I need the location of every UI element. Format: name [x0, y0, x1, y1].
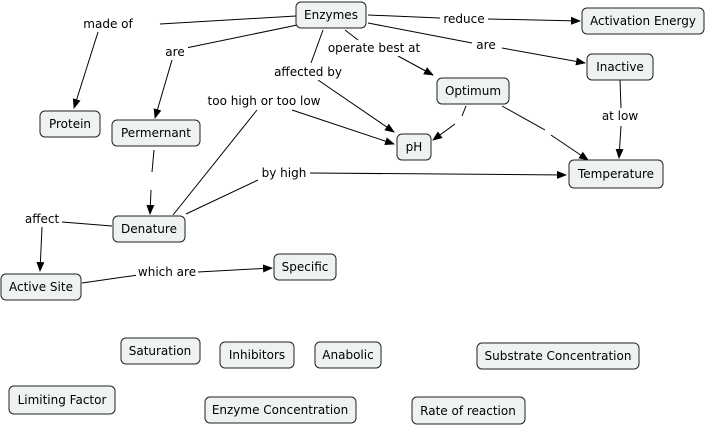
- line-atlow-temperature: [615, 125, 624, 159]
- line-denature-toohigh: [172, 109, 258, 216]
- node-temperature[interactable]: Temperature: [568, 159, 664, 189]
- line-toohigh-ph: [291, 109, 395, 145]
- node-inhibitors[interactable]: Inhibitors: [219, 341, 295, 369]
- line-optimum-ph: [461, 105, 467, 117]
- link-label-are-inactive: are: [476, 38, 495, 52]
- node-activation-energy[interactable]: Activation Energy: [581, 7, 705, 35]
- link-label-made-of: made of: [83, 17, 133, 31]
- line-byhigh-temperature: [309, 170, 567, 179]
- node-specific[interactable]: Specific: [273, 253, 337, 281]
- node-label-enzymes: Enzymes: [304, 8, 358, 22]
- node-label-activation-energy: Activation Energy: [590, 14, 696, 28]
- line-activesite-whichare: [81, 274, 139, 284]
- node-permernant[interactable]: Permernant: [111, 119, 201, 147]
- link-label-by-high: by high: [262, 166, 307, 180]
- link-label-reduce: reduce: [443, 12, 484, 26]
- node-active-site[interactable]: Active Site: [0, 273, 82, 301]
- node-protein[interactable]: Protein: [39, 110, 101, 138]
- node-label-temperature: Temperature: [577, 167, 654, 181]
- node-label-permernant: Permernant: [121, 126, 191, 140]
- node-label-ph: pH: [406, 140, 423, 154]
- node-label-enzyme-concentration: Enzyme Concentration: [212, 403, 348, 417]
- line-denature-affect: [61, 221, 113, 227]
- link-label-at-low: at low: [602, 109, 639, 123]
- node-optimum[interactable]: Optimum: [436, 77, 510, 105]
- node-label-substrate-concentration: Substrate Concentration: [485, 349, 632, 363]
- link-label-too-high-or-too-low: too high or too low: [208, 94, 321, 108]
- node-inactive[interactable]: Inactive: [586, 53, 654, 81]
- line-permernant-denature-2: [146, 189, 155, 215]
- line-affect-activesite: [36, 226, 45, 272]
- line-are-permernant: [153, 59, 173, 119]
- node-label-limiting-factor: Limiting Factor: [18, 393, 107, 407]
- line-enzymes-affectedby: [310, 29, 324, 64]
- connections: [36, 14, 624, 284]
- link-label-affected-by: affected by: [274, 65, 342, 79]
- node-label-specific: Specific: [282, 260, 329, 274]
- line-enzymes-are2: [367, 22, 473, 44]
- line-optimum-temp-2: [550, 134, 589, 161]
- link-label-affect: affect: [25, 212, 60, 226]
- link-label-which-are: which are: [138, 265, 196, 279]
- line-optimum-temp: [501, 105, 546, 131]
- node-label-active-site: Active Site: [9, 280, 73, 294]
- line-affectedby-ph: [317, 79, 395, 133]
- node-enzyme-concentration[interactable]: Enzyme Concentration: [204, 396, 357, 424]
- node-enzymes[interactable]: Enzymes: [295, 1, 367, 29]
- node-label-protein: Protein: [49, 117, 91, 131]
- node-limiting-factor[interactable]: Limiting Factor: [8, 385, 116, 415]
- line-denature-byhigh: [185, 179, 259, 215]
- node-label-inhibitors: Inhibitors: [229, 348, 285, 362]
- line-enzymes-madeof: [159, 15, 297, 25]
- line-permernant-denature-1: [151, 149, 155, 173]
- node-ph[interactable]: pH: [396, 133, 432, 161]
- node-denature[interactable]: Denature: [112, 215, 186, 243]
- node-substrate-concentration[interactable]: Substrate Concentration: [476, 342, 640, 370]
- line-reduce-activation: [487, 16, 581, 25]
- node-label-optimum: Optimum: [445, 84, 501, 98]
- node-anabolic[interactable]: Anabolic: [314, 341, 382, 369]
- line-enzymes-reduce: [367, 14, 441, 19]
- line-are2-inactive: [501, 47, 586, 66]
- node-label-saturation: Saturation: [129, 344, 192, 358]
- link-label-are-permernant: are: [165, 45, 184, 59]
- line-inactive-atlow: [619, 79, 622, 109]
- line-madeof-protein: [72, 31, 99, 109]
- node-rate-of-reaction[interactable]: Rate of reaction: [411, 396, 526, 425]
- line-operate-optimum: [397, 55, 434, 76]
- line-whichare-specific: [197, 264, 273, 273]
- link-label-operate-best-at: operate best at: [328, 41, 421, 55]
- node-label-anabolic: Anabolic: [322, 348, 373, 362]
- line-enzymes-are: [185, 23, 303, 49]
- line-enzymes-operate: [344, 29, 359, 41]
- line-optimum-ph-2: [432, 123, 456, 141]
- node-label-rate-of-reaction: Rate of reaction: [420, 404, 516, 418]
- node-label-denature: Denature: [121, 222, 177, 236]
- node-saturation[interactable]: Saturation: [120, 337, 201, 365]
- link-labels: made of are affected by operate best at …: [22, 11, 642, 280]
- node-label-inactive: Inactive: [596, 60, 644, 74]
